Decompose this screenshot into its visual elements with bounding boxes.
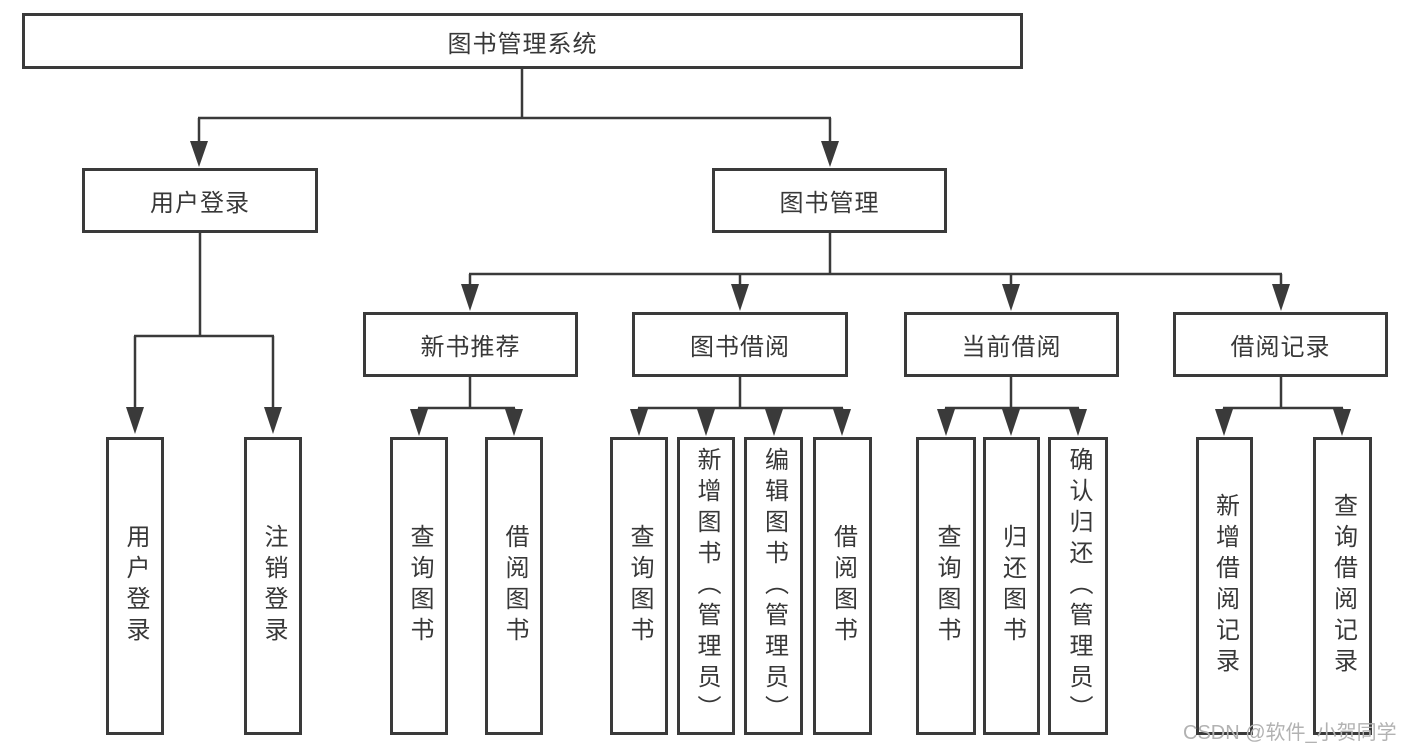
leaf-query-borrow-record: 查询借阅记录 <box>1313 437 1372 735</box>
leaf-borrow-books-recommend-label: 借阅图书 <box>501 524 528 648</box>
watermark: CSDN @软件_小贺同学 <box>1183 722 1397 744</box>
leaf-edit-book-admin-label: 编辑图书（管理员） <box>760 446 788 726</box>
node-book-management: 图书管理 <box>712 168 947 233</box>
leaf-confirm-return-admin-label: 确认归还（管理员） <box>1065 446 1092 726</box>
leaf-query-books-borrow-label: 查询图书 <box>626 524 653 648</box>
node-current-borrow-label: 当前借阅 <box>961 334 1062 361</box>
node-root-label: 图书管理系统 <box>447 30 598 58</box>
leaf-add-borrow-record: 新增借阅记录 <box>1196 437 1253 735</box>
leaf-add-book-admin: 新增图书（管理员） <box>677 437 735 735</box>
node-new-book-recommend: 新书推荐 <box>363 312 578 377</box>
leaf-borrow-books-borrow-label: 借阅图书 <box>829 524 857 648</box>
node-book-management-label: 图书管理 <box>779 190 880 217</box>
node-borrow-records-label: 借阅记录 <box>1230 334 1331 361</box>
node-new-book-recommend-label: 新书推荐 <box>420 334 521 361</box>
leaf-borrow-books-recommend: 借阅图书 <box>485 437 543 735</box>
leaf-add-book-admin-label: 新增图书（管理员） <box>693 446 720 726</box>
node-book-borrow-label: 图书借阅 <box>690 334 790 361</box>
leaf-query-books-current: 查询图书 <box>916 437 976 735</box>
leaf-query-books-recommend-label: 查询图书 <box>406 524 433 648</box>
leaf-return-book: 归还图书 <box>983 437 1040 735</box>
node-user-login: 用户登录 <box>82 168 318 233</box>
leaf-return-book-label: 归还图书 <box>998 524 1026 648</box>
node-book-borrow: 图书借阅 <box>632 312 848 377</box>
node-root: 图书管理系统 <box>22 13 1023 69</box>
leaf-query-borrow-record-label: 查询借阅记录 <box>1329 493 1357 679</box>
leaf-query-books-recommend: 查询图书 <box>390 437 448 735</box>
leaf-user-login-label: 用户登录 <box>122 524 149 648</box>
leaf-add-borrow-record-label: 新增借阅记录 <box>1211 493 1239 679</box>
leaf-user-login: 用户登录 <box>106 437 164 735</box>
node-current-borrow: 当前借阅 <box>904 312 1119 377</box>
leaf-logout: 注销登录 <box>244 437 302 735</box>
leaf-edit-book-admin: 编辑图书（管理员） <box>744 437 803 735</box>
leaf-query-books-borrow: 查询图书 <box>610 437 668 735</box>
node-user-login-label: 用户登录 <box>150 190 250 217</box>
leaf-confirm-return-admin: 确认归还（管理员） <box>1048 437 1108 735</box>
leaf-query-books-current-label: 查询图书 <box>933 524 960 648</box>
leaf-logout-label: 注销登录 <box>260 524 287 648</box>
node-borrow-records: 借阅记录 <box>1173 312 1388 377</box>
leaf-borrow-books-borrow: 借阅图书 <box>813 437 872 735</box>
